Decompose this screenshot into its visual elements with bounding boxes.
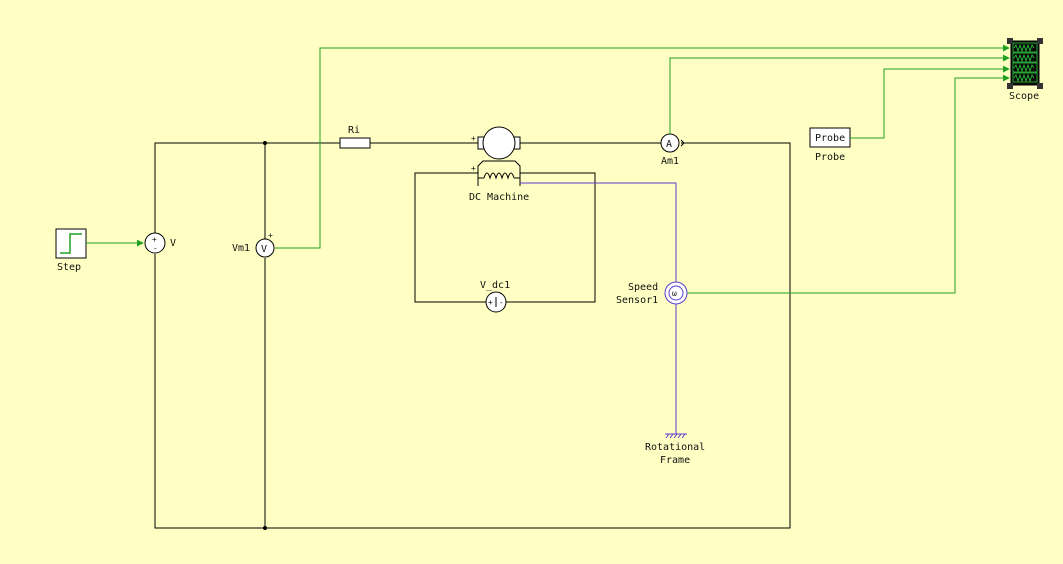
resistor-label: Ri bbox=[348, 125, 360, 136]
signal-voltmeter-to-scope[interactable] bbox=[275, 44, 1010, 249]
dc-source[interactable]: + - V_dc1 bbox=[480, 280, 510, 313]
wire-top-left[interactable] bbox=[154, 142, 340, 237]
resistor[interactable]: Ri bbox=[339, 125, 371, 149]
voltage-source-label: V bbox=[170, 238, 176, 249]
svg-text:+: + bbox=[488, 298, 493, 307]
signal-ammeter-to-scope[interactable] bbox=[669, 54, 1010, 134]
svg-text:+: + bbox=[268, 231, 273, 240]
probe-block[interactable]: Probe Probe bbox=[809, 127, 851, 163]
signal-probe-to-scope[interactable] bbox=[850, 65, 1010, 139]
scope-block[interactable]: Scope bbox=[1007, 38, 1043, 102]
signal-speed-to-scope[interactable] bbox=[687, 74, 1010, 294]
svg-text:+: + bbox=[471, 164, 476, 173]
ammeter[interactable]: A Am1 bbox=[660, 133, 685, 167]
junction-dot bbox=[263, 526, 267, 530]
dc-source-label: V_dc1 bbox=[480, 280, 510, 291]
junction-dot bbox=[263, 141, 267, 145]
mechanical-shaft-wire[interactable] bbox=[520, 182, 677, 282]
speed-sensor-label-1: Speed bbox=[628, 282, 658, 293]
wire-field-loop[interactable] bbox=[414, 172, 486, 303]
selection-handle[interactable] bbox=[1007, 38, 1013, 44]
voltage-source[interactable]: + - V bbox=[144, 232, 176, 254]
speed-sensor[interactable]: ω Speed Sensor1 bbox=[616, 281, 688, 306]
probe-label: Probe bbox=[815, 152, 845, 163]
svg-text:V: V bbox=[261, 244, 267, 255]
rotational-frame[interactable]: Rotational Frame bbox=[645, 433, 705, 466]
electrical-wires[interactable] bbox=[154, 141, 791, 530]
step-label: Step bbox=[57, 262, 81, 273]
rotational-frame-label-1: Rotational bbox=[645, 442, 705, 453]
wire-ammeter-to-right[interactable] bbox=[154, 142, 791, 529]
rotational-frame-label-2: Frame bbox=[660, 455, 690, 466]
svg-text:+: + bbox=[471, 134, 476, 143]
selection-handle[interactable] bbox=[1007, 83, 1013, 89]
scope-label: Scope bbox=[1009, 91, 1039, 102]
step-block[interactable]: Step bbox=[55, 228, 87, 273]
ammeter-label: Am1 bbox=[661, 156, 679, 167]
svg-text:-: - bbox=[499, 298, 504, 307]
probe-block-label: Probe bbox=[815, 133, 845, 144]
signal-wires[interactable] bbox=[275, 44, 1010, 294]
svg-text:-: - bbox=[153, 244, 158, 253]
voltmeter[interactable]: V + Vm1 bbox=[232, 231, 275, 258]
dc-machine[interactable]: + + DC Machine bbox=[469, 126, 529, 203]
svg-text:A: A bbox=[666, 139, 672, 150]
speed-sensor-label-2: Sensor1 bbox=[616, 295, 658, 306]
voltmeter-label: Vm1 bbox=[232, 243, 250, 254]
wire-field-loop-right[interactable] bbox=[506, 172, 596, 303]
selection-handle[interactable] bbox=[1037, 38, 1043, 44]
selection-handle[interactable] bbox=[1037, 83, 1043, 89]
dc-machine-label: DC Machine bbox=[469, 192, 529, 203]
svg-text:ω: ω bbox=[672, 289, 677, 298]
svg-text:+: + bbox=[152, 235, 157, 244]
